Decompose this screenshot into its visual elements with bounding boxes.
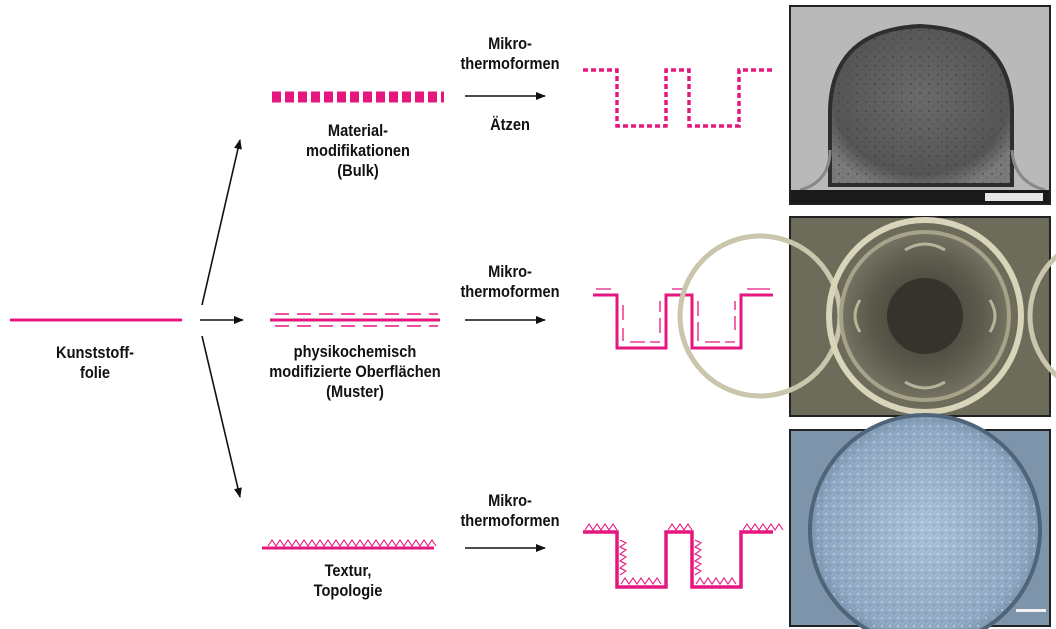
- sem-micrograph-photo: [790, 6, 1050, 204]
- source-label-line1: Kunststoff-: [39, 343, 151, 363]
- branch-arrow-up: [202, 140, 240, 305]
- texture-label-line2: Topologie: [288, 581, 408, 601]
- surface-label-line2: modifizierte Oberflächen: [256, 362, 454, 382]
- surface-film-label: physikochemisch modifizierte Oberflächen…: [256, 342, 454, 402]
- texture-film-label: Textur, Topologie: [288, 561, 408, 601]
- process-row1-line1: Mikro-: [450, 34, 570, 54]
- bulk-label-line3: (Bulk): [281, 161, 436, 181]
- texture-micrograph-photo: [790, 415, 1050, 629]
- textured-formed-profile: [583, 524, 783, 587]
- process-row3-line1: Mikro-: [450, 491, 570, 511]
- process-row3-line2: thermoformen: [450, 511, 570, 531]
- process-label-row1: Mikro- thermoformen: [450, 34, 570, 74]
- bulk-film-label: Material- modifikationen (Bulk): [281, 121, 436, 181]
- bulk-formed-profile: [583, 70, 772, 126]
- texture-label-line1: Textur,: [288, 561, 408, 581]
- process-label-row2: Mikro- thermoformen: [450, 262, 570, 302]
- process-row2-line1: Mikro-: [450, 262, 570, 282]
- source-film-label: Kunststoff- folie: [39, 343, 151, 383]
- process-label-row3: Mikro- thermoformen: [450, 491, 570, 531]
- textured-film: [262, 540, 436, 548]
- etch-label: Ätzen: [467, 115, 553, 135]
- branch-arrow-down: [202, 336, 240, 497]
- surface-film: [270, 314, 440, 326]
- surface-label-line1: physikochemisch: [256, 342, 454, 362]
- bulk-label-line1: Material-: [281, 121, 436, 141]
- process-row2-line2: thermoformen: [450, 282, 570, 302]
- bulk-label-line2: modifikationen: [281, 141, 436, 161]
- pattern-micrograph-photo: [680, 217, 1056, 416]
- source-label-line2: folie: [39, 363, 151, 383]
- process-row1-line2: thermoformen: [450, 54, 570, 74]
- surface-label-line3: (Muster): [256, 382, 454, 402]
